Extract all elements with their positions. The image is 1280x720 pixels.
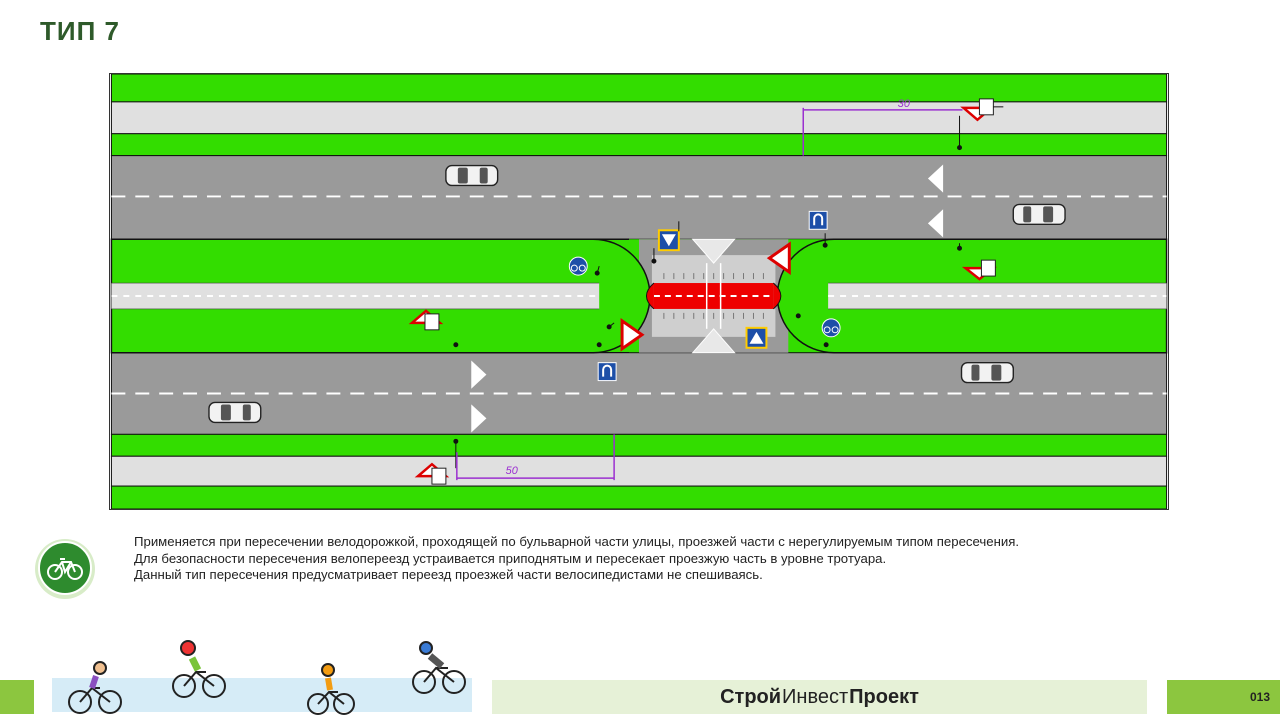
intersection-diagram: 30 50 — [109, 73, 1169, 510]
top-grass-strip-2 — [110, 133, 1168, 157]
top-sidewalk — [110, 101, 1168, 135]
car-upper-left — [445, 164, 499, 187]
car-lower-right — [960, 361, 1014, 384]
brand-bar: Строй Инвест Проект — [492, 680, 1147, 714]
page-title: ТИП 7 — [40, 16, 120, 46]
description-line-1: Применяется при пересечении велодорожкой… — [134, 534, 1020, 549]
dimension-bottom-label: 50 — [506, 465, 518, 477]
description-text: Применяется при пересечении велодорожкой… — [134, 534, 1139, 584]
car-lower-left — [208, 401, 262, 424]
cyclist-warning-sign-top — [960, 98, 1004, 122]
u-turn-sign-lower — [597, 362, 617, 382]
brand-name-part-3: Проект — [849, 685, 919, 708]
cyclist-4-icon — [412, 641, 466, 694]
page-number-bar: 013 — [1167, 680, 1280, 714]
cyclist-warning-sign-bottom — [414, 462, 450, 485]
dimension-bottom — [456, 434, 615, 481]
page-number: 013 — [1249, 690, 1270, 704]
crossing-sign-lower — [745, 326, 768, 349]
footer-accent-left — [0, 680, 34, 714]
cyclist-3-icon — [307, 663, 355, 715]
cyclist-1-icon — [68, 661, 122, 714]
cyclists-strip — [52, 678, 472, 712]
cyclist-warning-sign-median-left — [408, 309, 444, 331]
bottom-grass-strip — [110, 433, 1168, 457]
bottom-grass-strip-2 — [110, 485, 1168, 509]
dimension-top-label: 30 — [898, 98, 910, 110]
bike-path-sign-left — [568, 256, 588, 276]
brand-name-part-2: Инвест — [782, 685, 849, 708]
top-grass-strip — [110, 74, 1168, 103]
bottom-sidewalk — [110, 455, 1168, 487]
u-turn-sign-upper — [808, 210, 828, 230]
bicycle-badge-icon — [35, 539, 95, 599]
dimension-top — [802, 107, 963, 156]
cyclists-illustration — [68, 640, 466, 715]
crossing-sign-upper — [657, 221, 680, 252]
cyclist-warning-sign-median-right — [961, 259, 997, 281]
raised-bike-crossing — [645, 238, 782, 354]
brand-name-part-1: Строй — [720, 685, 782, 708]
description-line-3: Данный тип пересечения предусматривает п… — [134, 567, 763, 582]
description-line-2: Для безопасности пересечения велопереезд… — [134, 550, 887, 566]
cyclist-2-icon — [172, 640, 226, 698]
car-upper-right — [1012, 203, 1066, 226]
bike-path-sign-right — [821, 318, 841, 338]
